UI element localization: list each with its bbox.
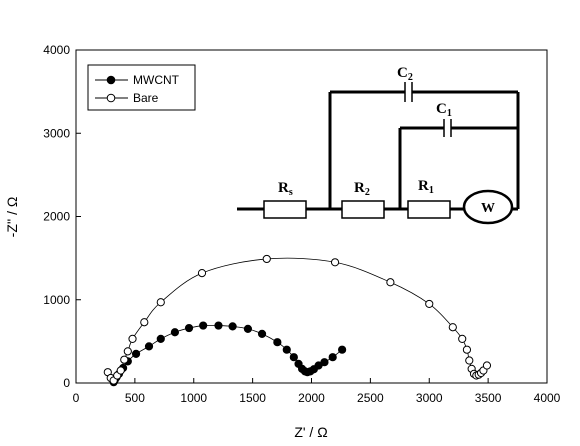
x-tick-label: 1500: [239, 391, 266, 405]
data-point-bare: [140, 318, 149, 327]
y-tick-label: 3000: [43, 126, 70, 140]
resistor-r1: [407, 200, 451, 219]
data-point-bare: [462, 345, 472, 354]
data-point-bare: [128, 334, 137, 343]
data-point-bare: [425, 299, 434, 309]
x-tick-label: 0: [73, 391, 80, 405]
x-tick-label: 3500: [475, 391, 502, 405]
label-r1: R1: [418, 178, 434, 196]
label-w: W: [481, 201, 495, 216]
y-tick-labels: 0 1000 2000 3000 4000: [43, 43, 70, 390]
data-point-bare: [482, 361, 492, 370]
data-point-bare: [123, 347, 132, 356]
circuit-labels: Rs R2 R1 C2 C1 W: [278, 65, 495, 216]
legend-box: [87, 64, 196, 111]
y-tick-label: 4000: [43, 43, 70, 57]
label-rs: Rs: [278, 180, 293, 198]
x-tick-label: 1000: [180, 391, 207, 405]
data-point-bare: [120, 355, 129, 364]
data-point-bare: [330, 258, 340, 267]
label-c1: C1: [436, 101, 452, 119]
data-point-mwcnt: [328, 353, 337, 362]
data-point-mwcnt: [170, 328, 180, 337]
legend-marker-bare: [106, 93, 116, 103]
data-point-mwcnt: [214, 321, 223, 330]
data-point-mwcnt: [273, 338, 282, 347]
data-point-mwcnt: [289, 353, 298, 362]
data-point-mwcnt: [144, 342, 154, 351]
y-tick-label: 2000: [43, 210, 70, 224]
y-axis-title: -Z'' / Ω: [4, 197, 20, 238]
x-tick-label: 4000: [534, 391, 561, 405]
data-point-bare: [465, 356, 474, 365]
data-point-bare: [386, 278, 395, 287]
data-point-mwcnt: [320, 358, 329, 367]
label-r2: R2: [354, 180, 370, 198]
resistor-r2: [341, 200, 385, 219]
data-point-bare: [156, 298, 165, 307]
data-point-mwcnt: [199, 321, 208, 330]
data-point-bare: [197, 269, 207, 278]
data-point-mwcnt: [282, 345, 291, 354]
axis-ticks: [75, 49, 548, 384]
legend-marker-mwcnt: [106, 75, 116, 85]
x-axis-title: Z' / Ω: [294, 424, 327, 440]
x-tick-labels: 0 500 1000 1500 2000 2500 3000 3500 4000: [73, 391, 561, 405]
resistor-rs: [263, 200, 307, 219]
data-point-mwcnt: [243, 324, 253, 333]
data-point-bare: [458, 334, 467, 343]
y-tick-label: 0: [63, 376, 70, 390]
data-point-mwcnt: [184, 323, 194, 333]
data-point-bare: [262, 254, 271, 264]
data-point-bare: [448, 323, 457, 332]
data-point-mwcnt: [257, 329, 267, 338]
x-tick-label: 500: [125, 391, 145, 405]
data-point-mwcnt: [338, 345, 347, 354]
data-markers: [103, 254, 492, 387]
data-point-bare: [116, 366, 125, 375]
warburg-element: [462, 189, 514, 225]
x-tick-label: 2000: [298, 391, 325, 405]
label-c2: C2: [397, 65, 413, 83]
equivalent-circuit: [237, 82, 520, 225]
data-point-mwcnt: [156, 334, 165, 343]
data-point-mwcnt: [228, 322, 237, 331]
y-tick-label: 1000: [43, 293, 70, 307]
data-point-mwcnt: [131, 349, 141, 358]
legend-label-mwcnt: MWCNT: [133, 73, 180, 87]
legend-label-bare: Bare: [133, 91, 159, 105]
x-tick-label: 3000: [416, 391, 443, 405]
x-tick-label: 2500: [357, 391, 384, 405]
legend: MWCNT Bare: [87, 64, 196, 111]
